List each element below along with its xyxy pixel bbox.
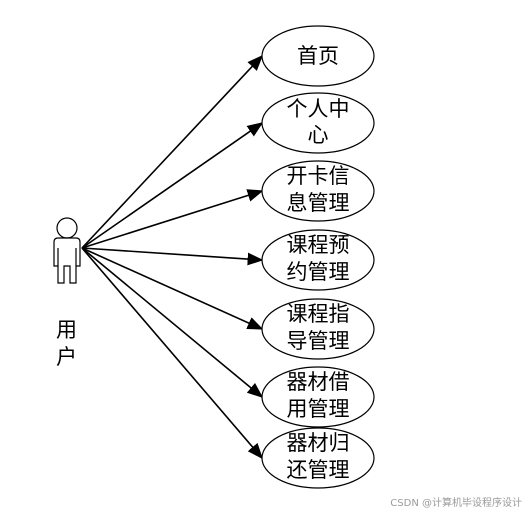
actor-label: 用 户 <box>56 318 77 369</box>
use-case-label-line-1: 开卡信 <box>287 164 350 188</box>
association-arrow-equipment-borrow <box>81 247 264 399</box>
use-case-label-line-1: 首页 <box>297 44 339 68</box>
use-case-homepage: 首页 <box>261 25 375 87</box>
association-arrow-card-info <box>81 189 264 249</box>
use-case-course-guidance-management: 课程指 导管理 <box>261 298 375 360</box>
association-arrow-course-booking <box>81 247 264 266</box>
actor-body <box>53 237 81 284</box>
use-case-label-line-1: 器材归 <box>287 431 350 455</box>
use-case-ellipse <box>261 160 375 222</box>
use-case-label-line-2: 导管理 <box>287 329 350 353</box>
use-case-ellipse <box>261 229 375 291</box>
actor-label-line-1: 用 <box>56 318 77 342</box>
actor-head <box>56 217 78 239</box>
actor-figure <box>53 217 81 284</box>
use-case-ellipse <box>261 298 375 360</box>
use-case-ellipse <box>261 25 375 87</box>
actor-label-line-2: 户 <box>56 345 77 369</box>
use-case-equipment-return-management: 器材归 还管理 <box>261 427 375 489</box>
use-case-ellipse <box>261 427 375 489</box>
association-arrow-homepage <box>81 54 264 249</box>
use-case-card-info-management: 开卡信 息管理 <box>261 160 375 222</box>
use-case-label-line-2: 约管理 <box>287 260 350 284</box>
use-case-ellipse <box>261 366 375 428</box>
watermark-text: CSDN @计算机毕设程序设计 <box>390 496 522 509</box>
association-arrow-course-guidance <box>81 247 264 330</box>
use-case-label-line-1: 课程预 <box>287 233 350 257</box>
associations <box>81 54 264 460</box>
use-case-label-line-2: 还管理 <box>287 458 350 482</box>
use-case-label-line-2: 息管理 <box>287 191 350 215</box>
association-arrow-personal-center <box>81 122 264 249</box>
use-case-personal-center: 个人中 心 <box>261 92 375 154</box>
association-arrow-equipment-return <box>81 247 264 460</box>
use-case-course-booking-management: 课程预 约管理 <box>261 229 375 291</box>
use-case-label-line-1: 个人中 <box>287 97 350 121</box>
use-case-equipment-borrow-management: 器材借 用管理 <box>261 366 375 428</box>
use-case-label-line-1: 器材借 <box>287 370 350 394</box>
use-case-label-line-2: 心 <box>308 123 329 147</box>
use-case-label-line-2: 用管理 <box>287 397 350 421</box>
use-case-ellipse <box>261 92 375 154</box>
use-case-label-line-1: 课程指 <box>287 302 350 326</box>
